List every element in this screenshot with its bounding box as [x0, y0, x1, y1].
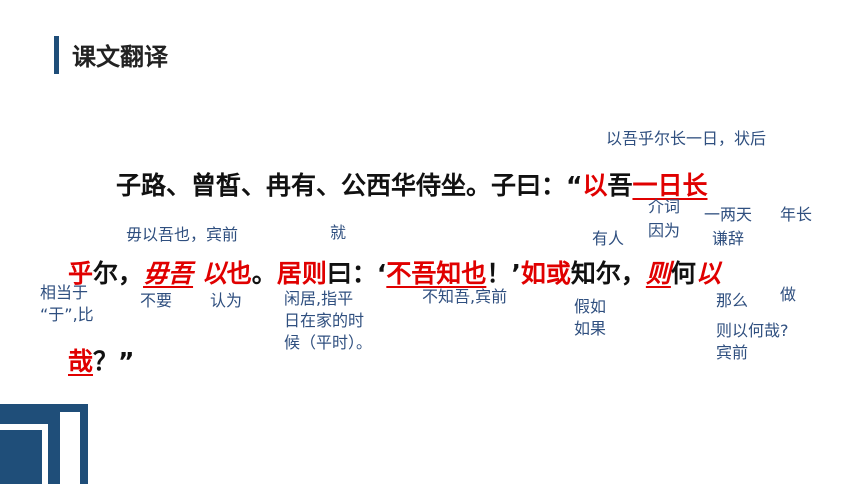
note: 不要 — [140, 291, 173, 310]
text-segment: 尔， — [93, 259, 144, 288]
title-accent-bar — [54, 36, 59, 74]
highlight-word: 如或 — [520, 259, 571, 288]
text-segment: 知尔， — [570, 259, 646, 288]
text-segment: ！’ — [486, 259, 521, 288]
text-line-2: 乎尔，毋吾 以也。居则曰：‘不吾知也！’如或知尔，则何以 — [68, 254, 721, 290]
highlight-word: 一日长 — [632, 171, 708, 200]
corner-frame-inner — [0, 424, 48, 484]
note: 毋以吾也，宾前 — [126, 225, 239, 244]
note: 假如 如果 — [574, 296, 606, 340]
text-segment: 。 — [251, 259, 277, 288]
page-title: 课文翻译 — [72, 43, 168, 71]
note: 则以何哉? 宾前 — [716, 320, 789, 364]
highlight-word: 居则 — [276, 259, 327, 288]
note: 因为 — [648, 221, 681, 240]
highlight-word: 也 — [226, 259, 252, 288]
text-segment: 曰：‘ — [326, 259, 387, 288]
note-line: 相当于 — [40, 283, 89, 302]
highlight-word: 不吾知也 — [386, 259, 487, 288]
highlight-word: 则 — [645, 259, 671, 288]
note: 闲居,指平 日在家的时 候（平时）。 — [284, 288, 372, 354]
note: 介词 — [648, 197, 681, 216]
note: 有人 — [592, 229, 625, 248]
note: 就 — [330, 223, 347, 242]
note-line: 宾前 — [716, 343, 749, 362]
highlight-word: 以 — [695, 259, 721, 288]
note: 不知吾,宾前 — [422, 287, 508, 306]
text-line-3: 哉？” — [68, 342, 134, 378]
note-line: 则以何哉? — [716, 321, 789, 340]
note: 一两天 — [704, 205, 753, 224]
note-line: 假如 — [574, 297, 607, 316]
note-line: 闲居,指平 — [284, 289, 354, 308]
note-line: 候（平时）。 — [284, 333, 373, 352]
highlight-word: 以 — [201, 259, 227, 288]
note: 以吾乎尔长一日，状后 — [606, 129, 767, 148]
highlight-word: 乎 — [68, 259, 94, 288]
text-segment: 吾 — [607, 171, 633, 200]
corner-frame — [0, 404, 88, 484]
text-segment: 子路、曾皙、冉有、公西华侍坐。子曰：“ — [116, 171, 583, 200]
text-segment: 何 — [670, 259, 696, 288]
note: 认为 — [210, 291, 243, 310]
highlight-word: 哉 — [68, 347, 94, 376]
highlight-word: 毋吾 — [143, 259, 194, 288]
note-line: 日在家的时 — [284, 311, 365, 330]
note: 做 — [780, 285, 797, 304]
note: 那么 — [716, 291, 749, 310]
note: 年长 — [780, 205, 813, 224]
note-line: 如果 — [574, 319, 607, 338]
note: 谦辞 — [712, 229, 745, 248]
note: 相当于 “于”,比 — [40, 282, 94, 326]
note-line: “于”,比 — [40, 305, 94, 324]
highlight-word: 以 — [582, 171, 608, 200]
text-line-1: 子路、曾皙、冉有、公西华侍坐。子曰：“以吾一日长 — [116, 166, 707, 202]
text-segment: ？” — [93, 347, 135, 376]
corner-block — [0, 404, 60, 484]
